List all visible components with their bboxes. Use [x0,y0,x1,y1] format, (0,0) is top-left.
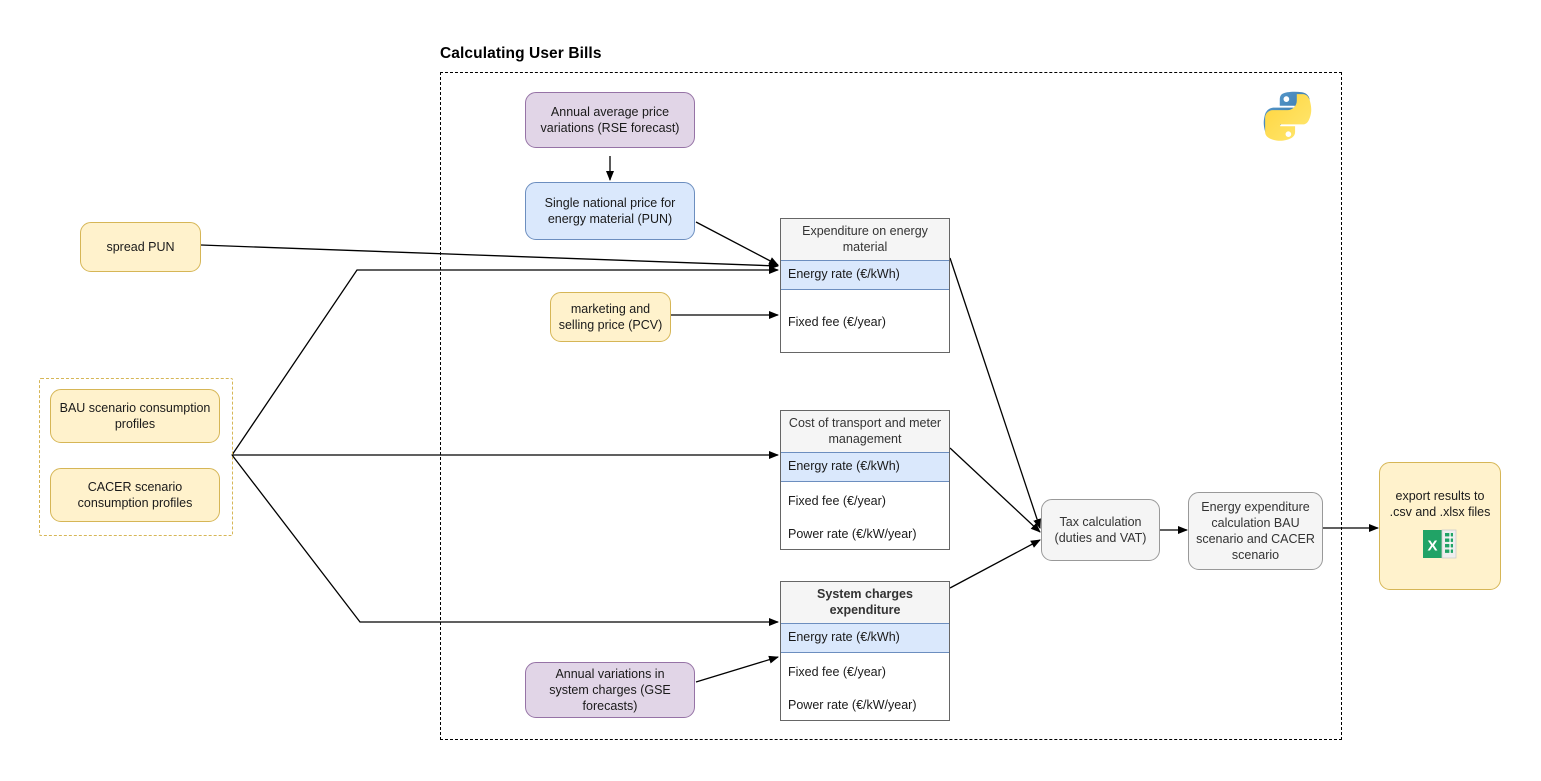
input-spread-pun[interactable]: spread PUN [80,222,201,272]
table-row[interactable]: Energy rate (€/kWh) [781,622,949,653]
table-header: Expenditure on energy material [781,219,949,261]
container-title: Calculating User Bills [440,45,602,62]
table-row[interactable]: Fixed fee (€/year) [788,314,886,329]
process-energy-expenditure-label: Energy expenditure calculation BAU scena… [1196,500,1315,562]
table-row[interactable]: Power rate (€/kW/year) [788,697,917,712]
excel-file-icon: X [1423,528,1457,564]
node-pun-label: Single national price for energy materia… [544,196,676,226]
input-gse-forecast-label: Annual variations in system charges (GSE… [549,667,671,713]
process-tax-calculation[interactable]: Tax calculation (duties and VAT) [1041,499,1160,561]
table-header: Cost of transport and meter management [781,411,949,453]
input-pcv[interactable]: marketing and selling price (PCV) [550,292,671,342]
process-energy-expenditure[interactable]: Energy expenditure calculation BAU scena… [1188,492,1323,570]
process-tax-calculation-label: Tax calculation (duties and VAT) [1054,515,1147,545]
input-rse-forecast[interactable]: Annual average price variations (RSE for… [525,92,695,148]
input-cacer-profiles-label: CACER scenario consumption profiles [77,480,193,510]
table-system-charges-expenditure: System charges expenditure Energy rate (… [780,581,950,721]
input-pcv-label: marketing and selling price (PCV) [558,302,663,332]
input-gse-forecast[interactable]: Annual variations in system charges (GSE… [525,662,695,718]
table-row[interactable]: Energy rate (€/kWh) [781,451,949,482]
input-bau-profiles-label: BAU scenario consumption profiles [59,401,211,431]
table-transport-meter-management: Cost of transport and meter management E… [780,410,950,550]
output-export-results-label: export results to .csv and .xlsx files [1389,489,1491,519]
table-row[interactable]: Fixed fee (€/year) [788,493,886,508]
table-expenditure-energy-material: Expenditure on energy material Energy ra… [780,218,950,353]
input-cacer-profiles[interactable]: CACER scenario consumption profiles [50,468,220,522]
table-row[interactable]: Energy rate (€/kWh) [781,259,949,290]
table-header: System charges expenditure [781,582,949,624]
table-row[interactable]: Power rate (€/kW/year) [788,526,917,541]
input-spread-pun-label: spread PUN [106,240,175,254]
svg-text:X: X [1427,538,1437,555]
python-logo-icon [1258,88,1320,150]
input-rse-forecast-label: Annual average price variations (RSE for… [540,105,680,135]
input-bau-profiles[interactable]: BAU scenario consumption profiles [50,389,220,443]
node-pun[interactable]: Single national price for energy materia… [525,182,695,240]
output-export-results[interactable]: export results to .csv and .xlsx files X [1379,462,1501,590]
table-row[interactable]: Fixed fee (€/year) [788,664,886,679]
